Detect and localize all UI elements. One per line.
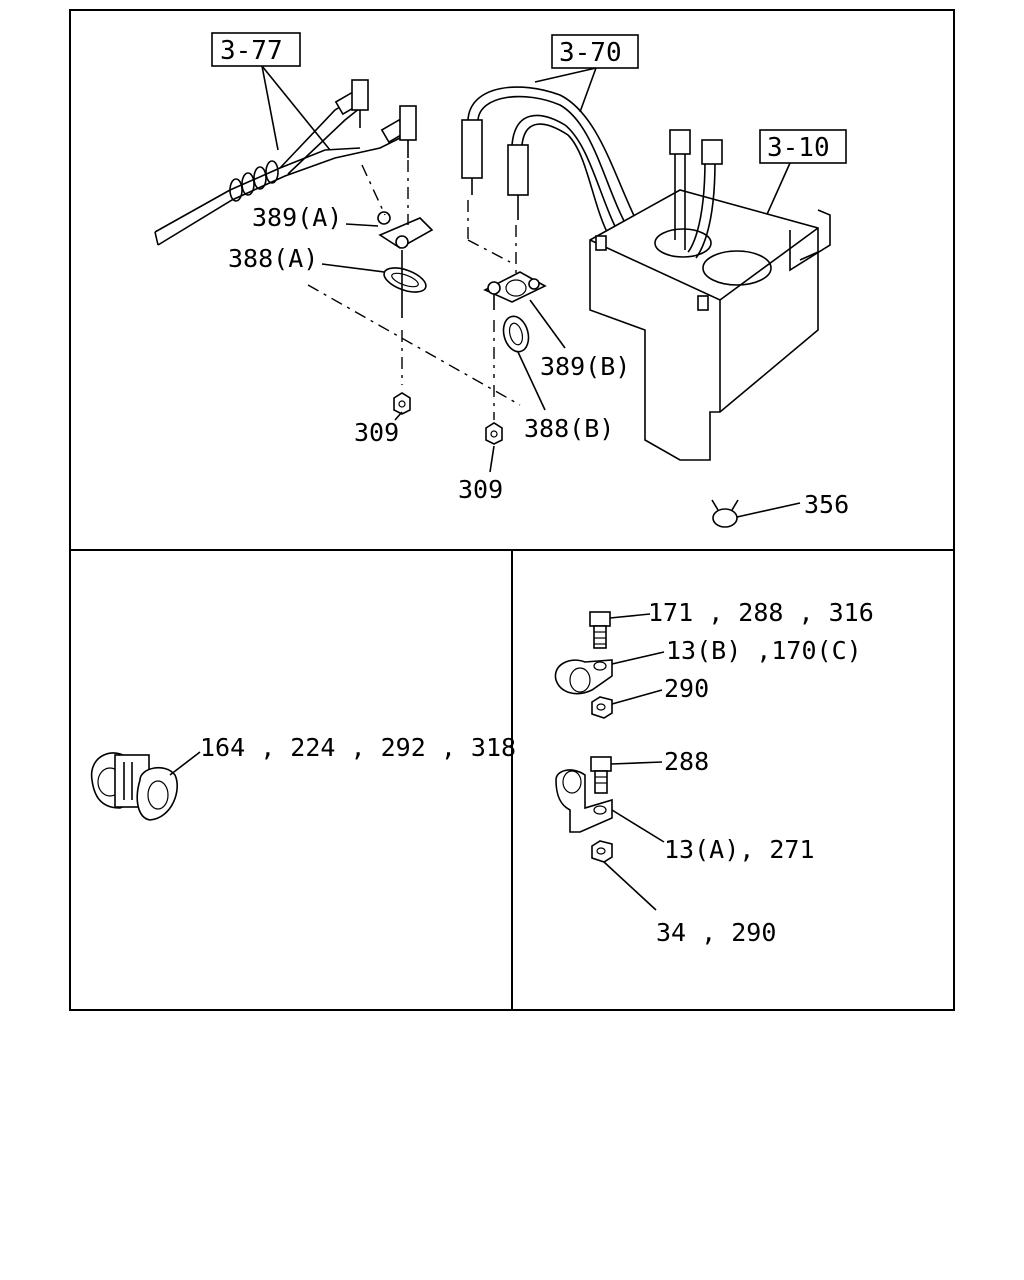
bottom-left-panel: 164 , 224 , 292 , 318 xyxy=(90,733,516,821)
assembly-line-a3 xyxy=(361,164,386,216)
label-bolt2: 288 xyxy=(664,747,709,776)
grommet-388a xyxy=(383,267,427,293)
bracket-389a xyxy=(377,211,434,249)
label-clip-164: 164 , 224 , 292 , 318 xyxy=(200,733,516,762)
label-388a: 388(A) xyxy=(228,244,318,273)
hoses-3-70 xyxy=(461,86,641,239)
ref-box-3-70: 3-70 xyxy=(534,34,639,113)
ref-box-3-77: 3-77 xyxy=(211,32,331,151)
separator-line xyxy=(307,284,521,406)
assembly-line-b2 xyxy=(467,239,511,263)
label-clamp1: 13(B) ,170(C) xyxy=(666,636,862,665)
hose-clamp-356 xyxy=(711,499,801,528)
label-389b: 389(B) xyxy=(540,352,630,381)
bracket-389b xyxy=(483,271,547,303)
leader-389b xyxy=(529,299,566,349)
grommet-388b xyxy=(502,315,530,353)
leader-389a xyxy=(345,223,379,227)
top-panel: 3-77 3-70 3-10 xyxy=(154,32,849,528)
label-389a: 389(A) xyxy=(252,203,342,232)
bolt-288 xyxy=(590,756,663,794)
label-nut1: 290 xyxy=(664,674,709,703)
cable-harness-3-77 xyxy=(154,79,417,246)
bottom-right-panel: 171 , 288 , 316 13(B) ,170(C) 290 288 13… xyxy=(554,598,874,947)
ref-label-3-10: 3-10 xyxy=(767,133,830,163)
nut-290a xyxy=(591,689,663,719)
label-clamp2: 13(A), 271 xyxy=(664,835,815,864)
double-clip xyxy=(90,751,201,821)
nut-309a xyxy=(393,392,411,415)
leader-388a xyxy=(321,263,385,273)
diagram-frame xyxy=(69,9,955,1011)
label-nut2: 34 , 290 xyxy=(656,918,776,947)
label-356: 356 xyxy=(804,490,849,519)
leader-309a xyxy=(394,411,403,421)
bolt-171 xyxy=(589,611,651,649)
nut-34-290 xyxy=(591,840,657,911)
nut-309b xyxy=(485,422,503,445)
component-box-3-10 xyxy=(589,129,831,461)
label-309b: 309 xyxy=(458,475,503,504)
leader-388b xyxy=(517,351,546,411)
label-bolt1: 171 , 288 , 316 xyxy=(648,598,874,627)
clamp-13a xyxy=(555,769,665,843)
ref-label-3-77: 3-77 xyxy=(220,36,283,66)
label-388b: 388(B) xyxy=(524,414,614,443)
ref-label-3-70: 3-70 xyxy=(559,38,622,68)
leader-309b xyxy=(489,445,495,473)
label-309a: 309 xyxy=(354,418,399,447)
clamp-13b xyxy=(554,651,665,695)
